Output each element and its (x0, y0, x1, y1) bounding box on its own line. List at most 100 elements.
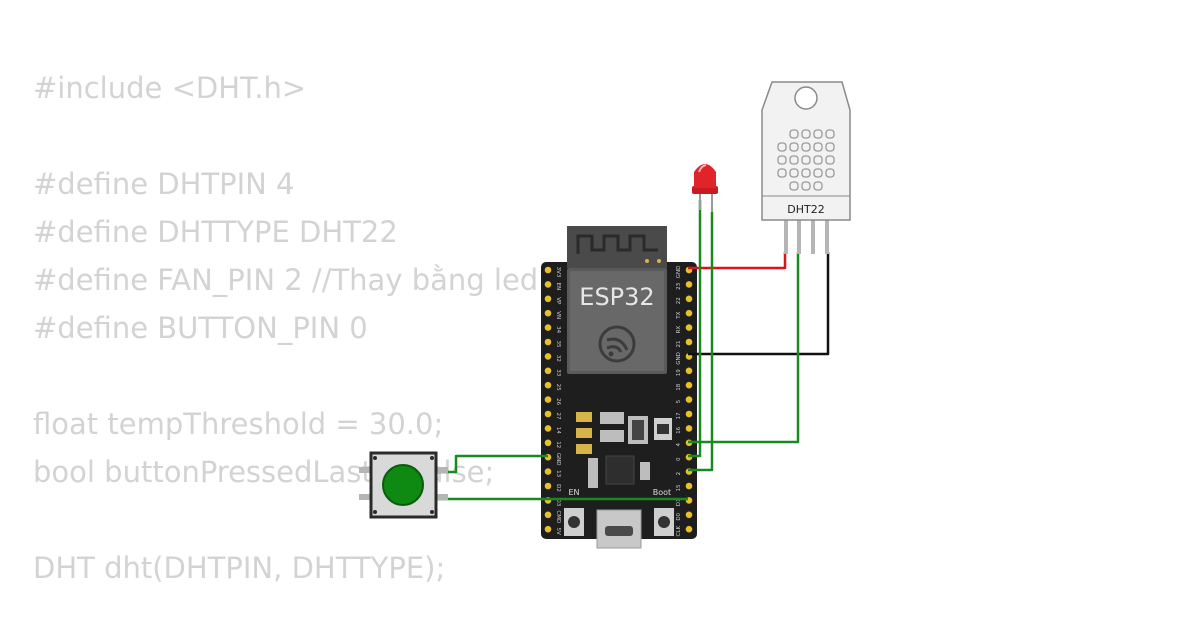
pin-pad[interactable] (685, 309, 693, 317)
grille-slot (801, 129, 811, 139)
code-line: float tempThreshold = 30.0; (33, 407, 444, 441)
pin-pad[interactable] (544, 281, 552, 288)
pin-label: 26 (555, 398, 561, 405)
pin-label: 18 (676, 383, 682, 390)
wire-dht-gnd-black (688, 252, 830, 356)
pin-label: 12 (555, 441, 561, 448)
grille-slot (825, 168, 835, 178)
wire-button-in-green (436, 454, 548, 474)
pin-label: 19 (676, 369, 682, 376)
pin-label: 17 (676, 412, 682, 419)
grille-slot (789, 181, 799, 191)
pin-pad[interactable] (544, 367, 552, 375)
pin-pad[interactable] (685, 410, 693, 418)
dht22-sensor[interactable]: DHT22 (761, 81, 851, 254)
pin-pad[interactable] (685, 396, 693, 403)
pin-pad[interactable] (685, 511, 693, 519)
grille-slot (813, 155, 823, 165)
pin-pad[interactable] (544, 468, 552, 475)
pin-pad[interactable] (544, 511, 552, 519)
esp32-board[interactable]: ESP32 EN Boot (541, 226, 697, 549)
en-button[interactable] (564, 508, 584, 536)
pin-pad[interactable] (544, 324, 552, 331)
grille-slot (801, 181, 811, 191)
antenna-trace (576, 234, 658, 254)
grille-slot (825, 155, 835, 165)
pin-pad[interactable] (544, 338, 552, 346)
pin-label: VP (555, 297, 561, 305)
pin-label: 23 (676, 282, 682, 289)
pin-label: 35 (555, 341, 561, 348)
pin-label: 5 (676, 399, 682, 403)
grille-slot (825, 142, 835, 152)
pin-pad[interactable] (544, 410, 552, 418)
pin-label: D3 (555, 499, 561, 507)
pin-pad[interactable] (544, 482, 552, 490)
pin-pad[interactable] (544, 396, 552, 403)
pin-pad[interactable] (685, 295, 693, 303)
boot-label: Boot (653, 488, 671, 497)
grille-slot (801, 142, 811, 152)
pin-pad[interactable] (685, 381, 693, 389)
pin-pad[interactable] (544, 266, 552, 274)
pin-label: CMD (555, 510, 561, 523)
board-label: ESP32 (579, 283, 654, 311)
pin-label: 27 (555, 413, 561, 420)
pin-label: 13 (555, 470, 561, 477)
pin-label: EN (555, 283, 561, 291)
pin-pad[interactable] (685, 338, 693, 346)
grille-slot (813, 181, 823, 191)
pin-pad[interactable] (685, 281, 693, 288)
pin-pad[interactable] (685, 324, 693, 331)
grille-slot (789, 155, 799, 165)
code-line: #include <DHT.h> (33, 71, 307, 105)
code-line: #define DHTTYPE DHT22 (33, 215, 398, 249)
grille-slot (825, 129, 835, 139)
pin-label: D0 (676, 512, 682, 520)
pin-pad[interactable] (685, 367, 693, 375)
pin-label: 22 (676, 297, 682, 304)
pin-pad[interactable] (685, 525, 693, 533)
grille-slot (789, 168, 799, 178)
pin-label: 33 (555, 369, 561, 376)
pin-pad[interactable] (544, 525, 552, 533)
pin-label: 16 (676, 426, 682, 433)
code-background: #include <DHT.h>#define DHTPIN 4#define … (33, 64, 538, 592)
grille-slot (813, 142, 823, 152)
button-cap[interactable] (382, 464, 424, 506)
chip-usb-uart (605, 455, 635, 485)
micro-usb-port (596, 509, 642, 549)
wire-dht-data-green (688, 252, 800, 444)
pin-pad[interactable] (544, 439, 552, 447)
pin-pad[interactable] (544, 295, 552, 303)
pin-label: 3V3 (555, 267, 561, 278)
pin-pad[interactable] (544, 381, 552, 389)
pin-label: TX (676, 311, 682, 319)
push-button[interactable] (359, 451, 448, 519)
pin-label: D1 (676, 499, 682, 507)
pin-label: 34 (555, 326, 561, 333)
pin-pad[interactable] (685, 425, 693, 432)
en-label: EN (568, 488, 579, 497)
code-line: #define BUTTON_PIN 0 (33, 311, 368, 345)
pin-pad[interactable] (544, 425, 552, 432)
pin-pad[interactable] (544, 353, 552, 360)
pin-pad[interactable] (544, 309, 552, 317)
boot-button[interactable] (654, 508, 674, 536)
pin-label: 2 (676, 472, 682, 476)
grille-slot (813, 168, 823, 178)
dht-grille (777, 129, 835, 191)
pin-label: GND (676, 352, 682, 365)
wires (436, 200, 830, 501)
wire-dht-vcc-red (688, 252, 787, 270)
pin-label: 32 (555, 355, 561, 362)
code-line: DHT dht(DHTPIN, DHTTYPE); (33, 551, 446, 585)
pin-label: 0 (676, 457, 682, 461)
pin-pad[interactable] (685, 482, 693, 490)
red-led[interactable] (692, 164, 718, 212)
grille-slot (777, 155, 787, 165)
pin-label: GND (676, 266, 682, 279)
grille-slot (801, 155, 811, 165)
pin-label: 25 (555, 384, 561, 391)
